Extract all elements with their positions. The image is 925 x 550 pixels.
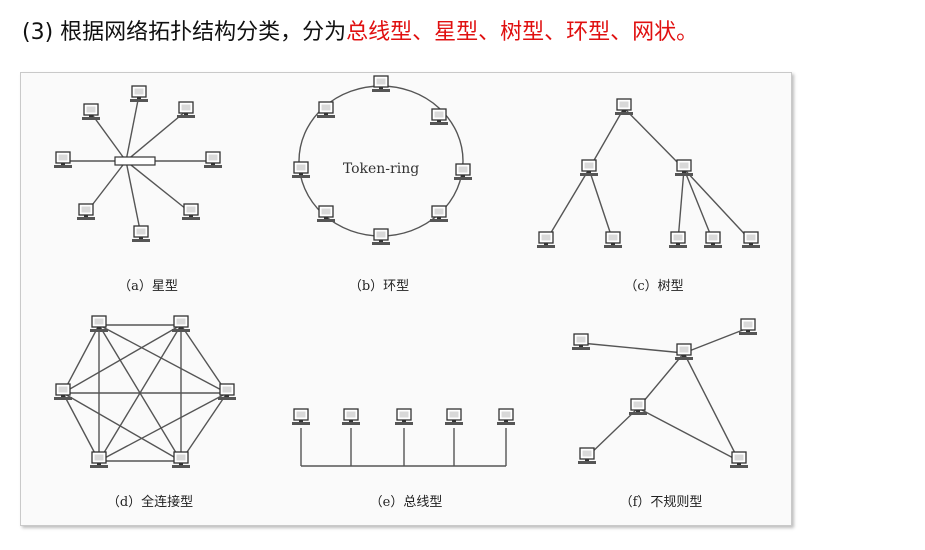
topology-diagram: Token-ring (53, 75, 761, 510)
computer-icon (738, 318, 758, 336)
computer-icon (76, 203, 96, 221)
computer-icon (577, 447, 597, 465)
computer-icon (741, 231, 761, 249)
computer-icon (217, 383, 237, 401)
computer-icon (444, 408, 464, 426)
computer-icon (674, 343, 694, 361)
caption-irregular: （f）不规则型 (620, 495, 703, 510)
hub-icon (114, 156, 156, 166)
computer-icon (603, 231, 623, 249)
computer-icon (614, 98, 634, 116)
computer-icon (674, 159, 694, 177)
computer-icon (453, 163, 473, 181)
computer-icon (703, 231, 723, 249)
computer-icon (628, 398, 648, 416)
irregular-topology (571, 318, 758, 469)
caption-star: （a）星型 (118, 279, 178, 294)
caption-mesh: （d）全连接型 (107, 494, 193, 510)
caption-tree: （c）树型 (624, 279, 683, 294)
computer-icon (394, 408, 414, 426)
bus-topology (291, 408, 516, 467)
computer-icon (429, 108, 449, 126)
tree-topology (536, 98, 761, 249)
computer-icon (571, 333, 591, 351)
computer-icon (536, 231, 556, 249)
computer-icon (89, 315, 109, 333)
computer-icon (316, 205, 336, 223)
caption-ring: （b）环型 (349, 279, 409, 294)
heading-prefix: (3) 根据网络拓扑结构分类，分为 (22, 20, 347, 45)
computer-icon (89, 451, 109, 469)
page-heading: (3) 根据网络拓扑结构分类，分为总线型、星型、树型、环型、网状。 (22, 14, 698, 46)
star-topology (53, 85, 223, 243)
computer-icon (371, 75, 391, 93)
computer-icon (341, 408, 361, 426)
computer-icon (53, 151, 73, 169)
computer-icon (171, 451, 191, 469)
computer-icon (131, 225, 151, 243)
computer-icon (496, 408, 516, 426)
caption-bus: （e）总线型 (370, 495, 443, 510)
computer-icon (176, 101, 196, 119)
ring-topology: Token-ring (291, 75, 473, 246)
computer-icon (429, 205, 449, 223)
heading-highlight: 总线型、星型、树型、环型、网状。 (346, 20, 699, 45)
computer-icon (316, 101, 336, 119)
ring-label: Token-ring (343, 161, 419, 177)
computer-icon (668, 231, 688, 249)
mesh-topology (53, 315, 237, 469)
computer-icon (53, 383, 73, 401)
computer-icon (81, 103, 101, 121)
computer-icon (371, 228, 391, 246)
computer-icon (291, 161, 311, 179)
computer-icon (203, 151, 223, 169)
topology-figure: Token-ring (20, 72, 792, 526)
computer-icon (181, 203, 201, 221)
computer-icon (729, 451, 749, 469)
computer-icon (171, 315, 191, 333)
computer-icon (579, 159, 599, 177)
computer-icon (129, 85, 149, 103)
computer-icon (291, 408, 311, 426)
